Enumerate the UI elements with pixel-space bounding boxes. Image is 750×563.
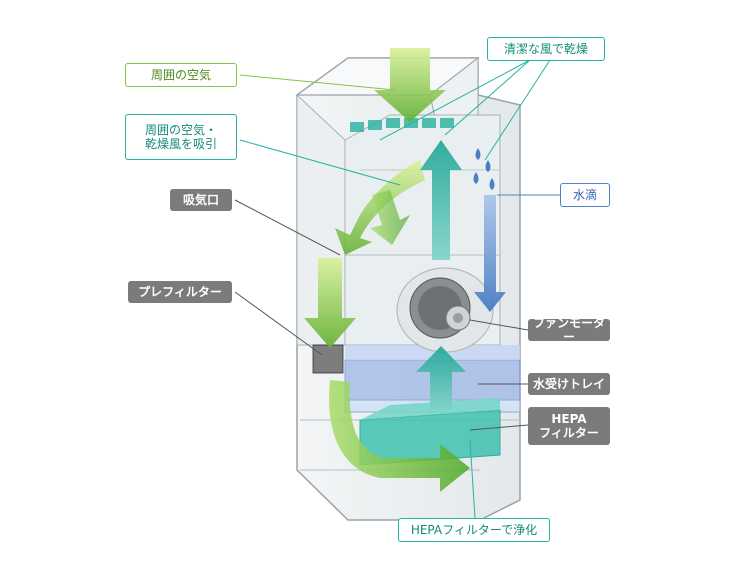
leader-lines bbox=[234, 59, 560, 519]
label-hepa-filter-line1: HEPA bbox=[551, 412, 587, 426]
label-water-drops: 水滴 bbox=[560, 183, 610, 207]
label-clean-dry-air: 清潔な風で乾燥 bbox=[487, 37, 605, 61]
label-air-intake-line2: 乾燥風を吸引 bbox=[144, 137, 217, 151]
label-water-drops-text: 水滴 bbox=[572, 188, 597, 202]
label-hepa-filter-line2: フィルター bbox=[539, 426, 599, 440]
fan-motor-shape bbox=[396, 267, 494, 353]
teal-airflow-arrows bbox=[416, 140, 466, 410]
label-air-intake: 周囲の空気・ 乾燥風を吸引 bbox=[125, 114, 237, 160]
label-hepa-purify-text: HEPAフィルターで浄化 bbox=[410, 523, 538, 537]
label-pre-filter: プレフィルター bbox=[128, 281, 232, 303]
label-hepa-filter: HEPA フィルター bbox=[528, 407, 610, 445]
green-airflow-arrows bbox=[304, 48, 470, 492]
water-drops-flow bbox=[473, 148, 506, 312]
label-water-tray: 水受けトレイ bbox=[528, 373, 610, 395]
label-ambient-air-text: 周囲の空気 bbox=[150, 68, 211, 82]
label-ambient-air: 周囲の空気 bbox=[125, 63, 237, 87]
label-air-inlet: 吸気口 bbox=[170, 189, 232, 211]
label-pre-filter-text: プレフィルター bbox=[138, 285, 222, 299]
label-water-tray-text: 水受けトレイ bbox=[532, 377, 605, 391]
label-clean-dry-air-text: 清潔な風で乾燥 bbox=[503, 42, 588, 56]
label-air-intake-line1: 周囲の空気・ bbox=[144, 123, 217, 137]
label-fan-motor-text: ファンモーター bbox=[532, 316, 605, 344]
label-hepa-purify: HEPAフィルターで浄化 bbox=[398, 518, 550, 542]
label-fan-motor: ファンモーター bbox=[528, 316, 610, 344]
label-air-inlet-text: 吸気口 bbox=[182, 193, 219, 207]
